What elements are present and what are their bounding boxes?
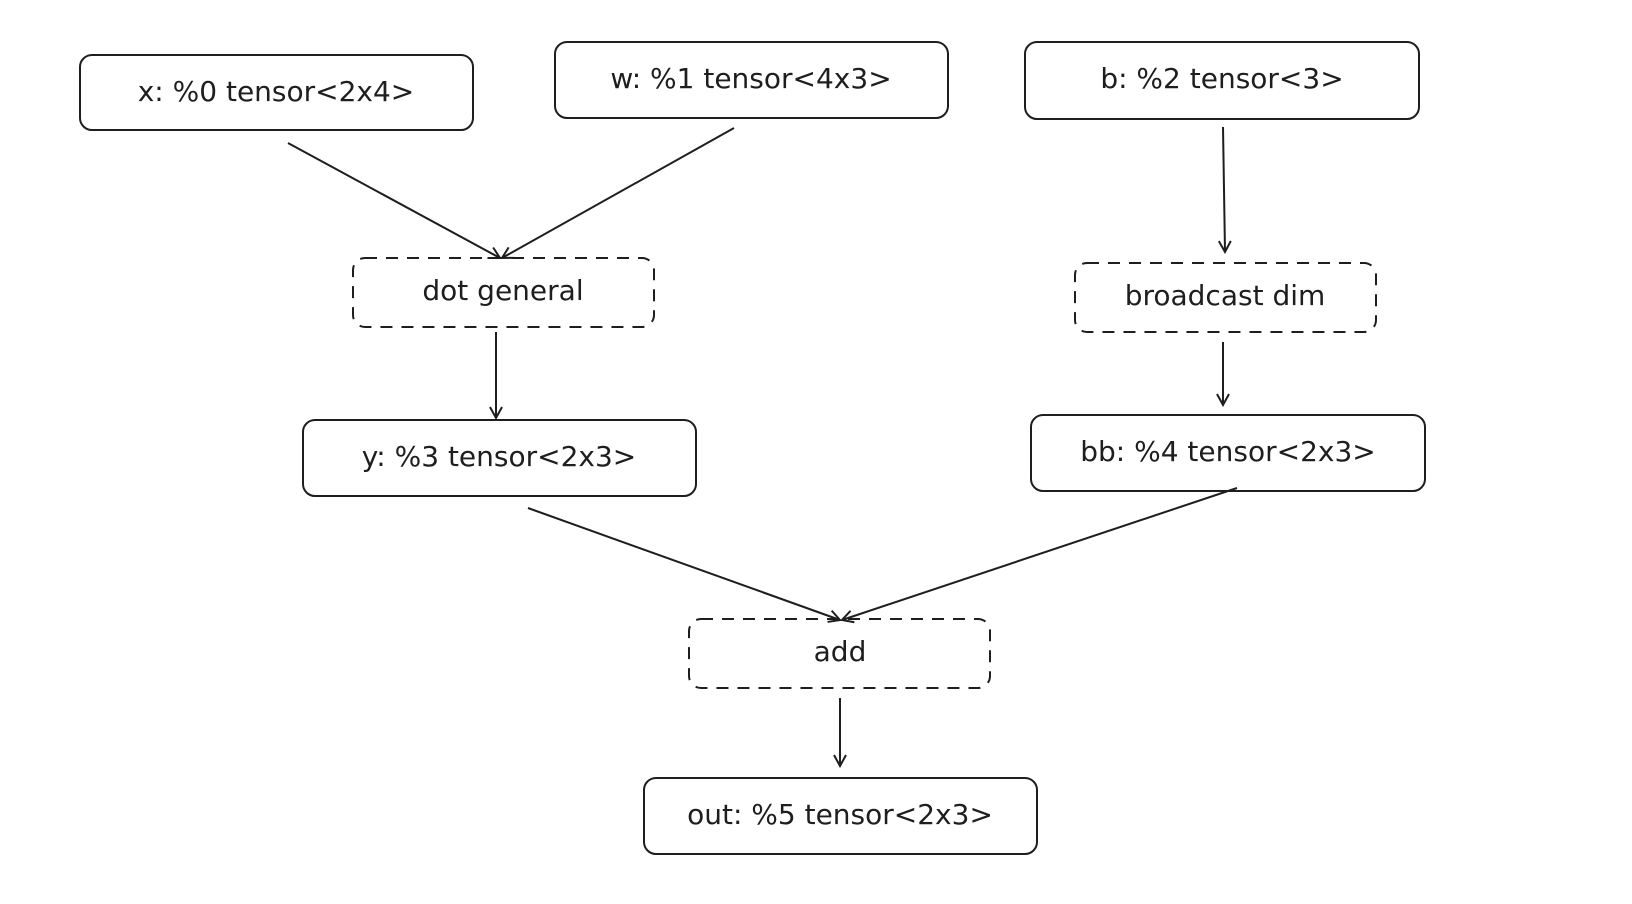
node-add-label: add bbox=[814, 635, 867, 668]
node-w-input: w: %1 tensor<4x3> bbox=[554, 41, 949, 119]
node-dot-general-op: dot general bbox=[352, 257, 655, 328]
node-out-label: out: %5 tensor<2x3> bbox=[687, 798, 993, 831]
node-x-input: x: %0 tensor<2x4> bbox=[79, 54, 474, 131]
edge-y-to-add bbox=[527, 507, 840, 620]
node-y-value: y: %3 tensor<2x3> bbox=[302, 419, 697, 497]
node-broadcast-dim-op: broadcast dim bbox=[1074, 262, 1377, 333]
node-bb-label: bb: %4 tensor<2x3> bbox=[1080, 435, 1376, 468]
node-x-label: x: %0 tensor<2x4> bbox=[138, 75, 415, 108]
edge-b-to-broadcast-dim bbox=[1223, 126, 1225, 252]
node-broadcast-dim-label: broadcast dim bbox=[1125, 279, 1326, 312]
edge-bb-to-add bbox=[842, 487, 1238, 620]
node-b-input: b: %2 tensor<3> bbox=[1024, 41, 1420, 120]
node-bb-value: bb: %4 tensor<2x3> bbox=[1030, 414, 1426, 492]
node-w-label: w: %1 tensor<4x3> bbox=[610, 62, 891, 95]
node-add-op: add bbox=[688, 618, 991, 689]
node-dot-general-label: dot general bbox=[422, 274, 583, 307]
edge-x-to-dot-general bbox=[287, 142, 500, 258]
node-out-value: out: %5 tensor<2x3> bbox=[643, 777, 1038, 855]
edges bbox=[287, 126, 1238, 766]
node-b-label: b: %2 tensor<3> bbox=[1100, 62, 1343, 95]
node-y-label: y: %3 tensor<2x3> bbox=[362, 440, 637, 473]
edge-w-to-dot-general bbox=[502, 127, 735, 258]
